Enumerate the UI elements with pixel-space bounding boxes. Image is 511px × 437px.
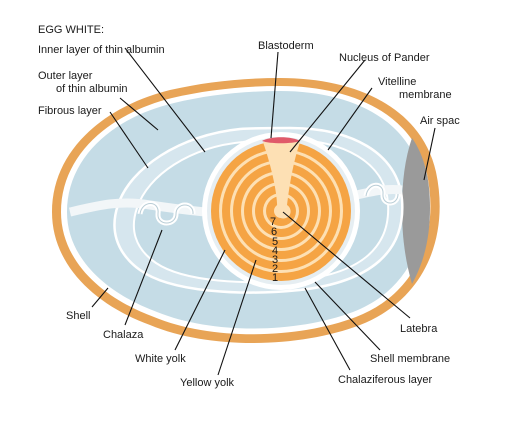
label-vitelline-line1: Vitelline <box>378 76 416 88</box>
label-blastoderm: Blastoderm <box>258 40 314 52</box>
blastoderm <box>262 137 300 144</box>
heading-egg-white: EGG WHITE: <box>38 24 104 36</box>
yolk-layer-6: 6 <box>271 226 277 238</box>
label-shell-membrane: Shell membrane <box>370 353 450 365</box>
label-nucleus-of-pander: Nucleus of Pander <box>339 52 430 64</box>
label-outer-thin-albumin-line1: Outer layer <box>38 70 93 82</box>
yolk-layer-5: 5 <box>272 236 278 248</box>
yolk-layer-numbers: 7 6 5 4 3 2 1 <box>270 216 278 284</box>
label-chalaziferous-layer: Chalaziferous layer <box>338 374 432 386</box>
label-latebra: Latebra <box>400 323 438 335</box>
label-outer-thin-albumin-line2: of thin albumin <box>56 83 128 95</box>
label-fibrous-layer: Fibrous layer <box>38 105 102 117</box>
latebra <box>263 142 300 219</box>
label-chalaza: Chalaza <box>103 329 144 341</box>
label-white-yolk: White yolk <box>135 353 186 365</box>
yolk-layer-3: 3 <box>272 254 278 266</box>
leader-lines <box>91 47 436 376</box>
label-yellow-yolk: Yellow yolk <box>180 377 235 389</box>
label-shell: Shell <box>66 310 90 322</box>
label-inner-thin-albumin: Inner layer of thin albumin <box>38 44 165 56</box>
yolk-layer-1: 1 <box>272 272 278 284</box>
chalaza-left <box>68 198 206 226</box>
air-space <box>402 138 430 284</box>
label-vitelline-line2: membrane <box>399 89 452 101</box>
yolk-layer-7: 7 <box>270 216 276 228</box>
label-air-space: Air spac <box>420 115 460 127</box>
yolk-layer-2: 2 <box>272 263 278 275</box>
yolk-layer-4: 4 <box>272 245 278 257</box>
